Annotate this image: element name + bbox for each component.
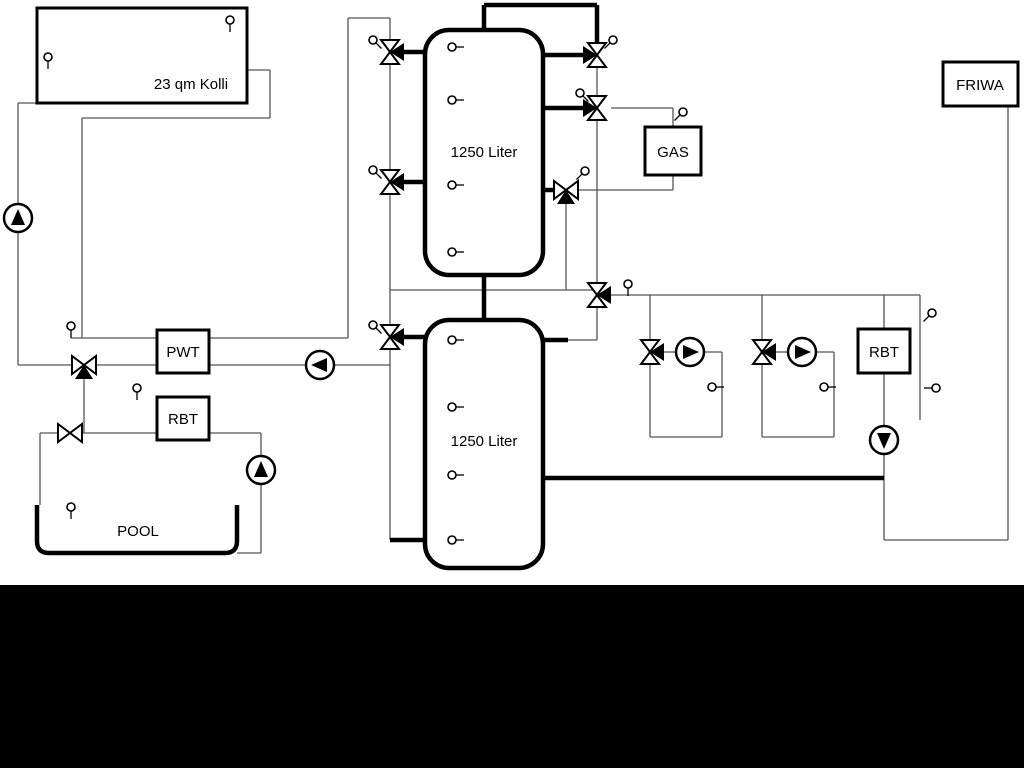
pipes-thin [17,17,1009,554]
circuit-2-pump-icon [786,336,818,368]
pool-label: POOL [117,523,159,540]
pool-basin [34,505,240,556]
collector-label: 23 qm Kolli [154,76,228,93]
gas-boiler-box [643,125,703,177]
rbt-right-heat-exchanger-box [856,327,912,375]
rbt-left-heat-exchanger-box [155,395,211,442]
letterbox-bottom [0,585,1024,768]
pool-pump-icon [245,454,277,486]
pwt-label: PWT [166,344,199,361]
circuit-1-pump-icon [674,336,706,368]
friwa-station-box [941,60,1020,108]
solar-collector-box [35,6,249,105]
pwt-heat-exchanger-box [155,328,211,375]
charge-pump-icon [304,349,336,381]
rbt-right-label: RBT [869,344,899,361]
rbt-right-pump-icon [868,424,900,456]
pipes-thick [390,2,884,543]
rbt-left-label: RBT [168,411,198,428]
tank-bottom-label: 1250 Liter [451,433,518,450]
buffer-tank-top [422,27,546,278]
tank-top-label: 1250 Liter [451,144,518,161]
friwa-label: FRIWA [956,77,1004,94]
gas-label: GAS [657,144,689,161]
buffer-tank-bottom [422,317,546,571]
solar-pump-icon [2,202,34,234]
